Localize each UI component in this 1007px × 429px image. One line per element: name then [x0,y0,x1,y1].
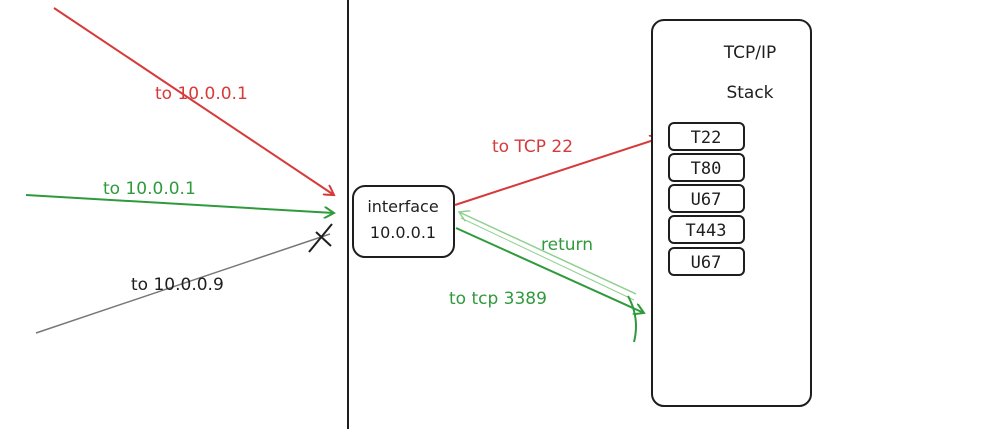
stack-title-line2: Stack [726,83,773,103]
red-incoming-arrow [53,7,334,195]
gray-incoming-label: to 10.0.0.9 [131,275,224,295]
stack-title-line1: TCP/IP [723,43,777,63]
interface-ip: 10.0.0.1 [370,223,436,242]
port-label: T80 [691,159,722,179]
green-outgoing-arrow [455,227,644,313]
port-item: U67 [668,247,745,276]
port-item: T22 [668,122,745,151]
red-outgoing-label: to TCP 22 [492,137,573,157]
green-blocked-mark [627,295,637,343]
port-label: T22 [691,128,722,148]
port-item: U67 [668,184,745,213]
port-list: T22 T80 U67 T443 U67 [668,122,745,276]
green-incoming-label: to 10.0.0.1 [103,179,196,199]
red-outgoing-arrow [454,138,660,206]
return-arrow [459,212,637,295]
port-label: T443 [686,221,727,241]
green-incoming-arrow [25,194,334,213]
port-label: U67 [691,190,722,210]
interface-label: interface [367,197,438,216]
interface-box [352,185,455,258]
gray-incoming-arrow [35,233,331,334]
port-label: U67 [691,253,722,273]
blocked-x-mark [308,223,333,253]
port-item: T443 [668,215,745,244]
red-incoming-label: to 10.0.0.1 [155,84,248,104]
port-item: T80 [668,153,745,182]
return-label: return [541,235,593,255]
return-arrow-shadow [460,217,635,301]
green-outgoing-label: to tcp 3389 [449,289,547,309]
